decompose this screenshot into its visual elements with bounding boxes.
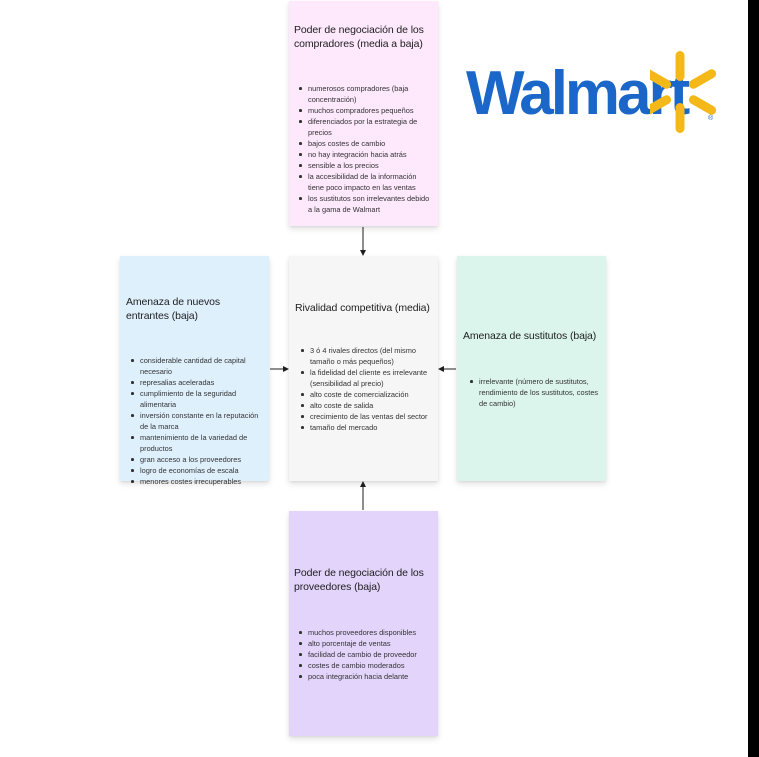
- list-item: muchos compradores pequeños: [299, 105, 432, 116]
- substitutes-list: irrelevante (número de sustitutos, rendi…: [463, 376, 600, 409]
- list-item: considerable cantidad de capital necesar…: [131, 355, 265, 377]
- list-item: irrelevante (número de sustitutos, rendi…: [470, 377, 599, 408]
- registered-mark: ®: [708, 114, 714, 122]
- list-item: la fidelidad del cliente es irrelevante …: [301, 367, 432, 389]
- supplier-power-list: muchos proveedores disponibles alto porc…: [294, 627, 432, 682]
- walmart-spark-icon: ®: [650, 51, 716, 133]
- list-item: diferenciados por la estrategia de preci…: [299, 116, 432, 138]
- list-item: alto porcentaje de ventas: [299, 638, 432, 649]
- substitutes-title: Amenaza de sustitutos (baja): [463, 330, 597, 342]
- competitive-rivalry-title: Rivalidad competitiva (media): [295, 302, 430, 314]
- competitive-rivalry-card: Rivalidad competitiva (media) 3 ó 4 riva…: [289, 256, 438, 481]
- list-item: tamaño del mercado: [301, 422, 432, 433]
- new-entrants-title: Amenaza de nuevos entrantes (baja): [126, 296, 221, 322]
- right-edge-bar: [748, 0, 759, 757]
- walmart-logo-text: Walmart: [466, 59, 690, 128]
- list-item: alto coste de salida: [301, 400, 432, 411]
- list-item: los sustitutos son irrelevantes debido a…: [299, 193, 432, 215]
- new-entrants-list: considerable cantidad de capital necesar…: [126, 355, 265, 487]
- supplier-power-card: Poder de negociación de los proveedores …: [289, 511, 438, 736]
- competitive-rivalry-list: 3 ó 4 rivales directos (del mismo tamaño…: [295, 345, 432, 433]
- buyer-power-card: Poder de negociación de los compradores …: [289, 1, 438, 226]
- list-item: no hay integración hacia atrás: [299, 149, 432, 160]
- list-item: alto coste de comercialización: [301, 389, 432, 400]
- list-item: logro de economías de escala: [131, 465, 265, 476]
- list-item: poca integración hacia delante: [299, 671, 432, 682]
- substitutes-card: Amenaza de sustitutos (baja) irrelevante…: [457, 256, 606, 481]
- list-item: inversión constante en la reputación de …: [131, 410, 265, 432]
- list-item: bajos costes de cambio: [299, 138, 432, 149]
- list-item: crecimiento de las ventas del sector: [301, 411, 432, 422]
- list-item: represalias aceleradas: [131, 377, 265, 388]
- list-item: gran acceso a los proveedores: [131, 454, 265, 465]
- list-item: 3 ó 4 rivales directos (del mismo tamaño…: [301, 345, 432, 367]
- list-item: mantenimiento de la variedad de producto…: [131, 432, 265, 454]
- list-item: facilidad de cambio de proveedor: [299, 649, 432, 660]
- new-entrants-card: Amenaza de nuevos entrantes (baja) consi…: [120, 256, 269, 486]
- buyer-power-title: Poder de negociación de los compradores …: [294, 24, 424, 50]
- list-item: sensible a los precios: [299, 160, 432, 171]
- list-item: costes de cambio moderados: [299, 660, 432, 671]
- buyer-power-list: numerosos compradores (baja concentració…: [294, 83, 432, 215]
- list-item: cumplimiento de la seguridad alimentaria: [131, 388, 265, 410]
- walmart-logo: Walmart ®: [466, 48, 716, 143]
- list-item: la accesibilidad de la información tiene…: [299, 171, 432, 193]
- list-item: muchos proveedores disponibles: [299, 627, 432, 638]
- supplier-power-title: Poder de negociación de los proveedores …: [294, 567, 424, 593]
- list-item: numerosos compradores (baja concentració…: [299, 83, 432, 105]
- list-item: menores costes irrecuperables: [131, 476, 265, 487]
